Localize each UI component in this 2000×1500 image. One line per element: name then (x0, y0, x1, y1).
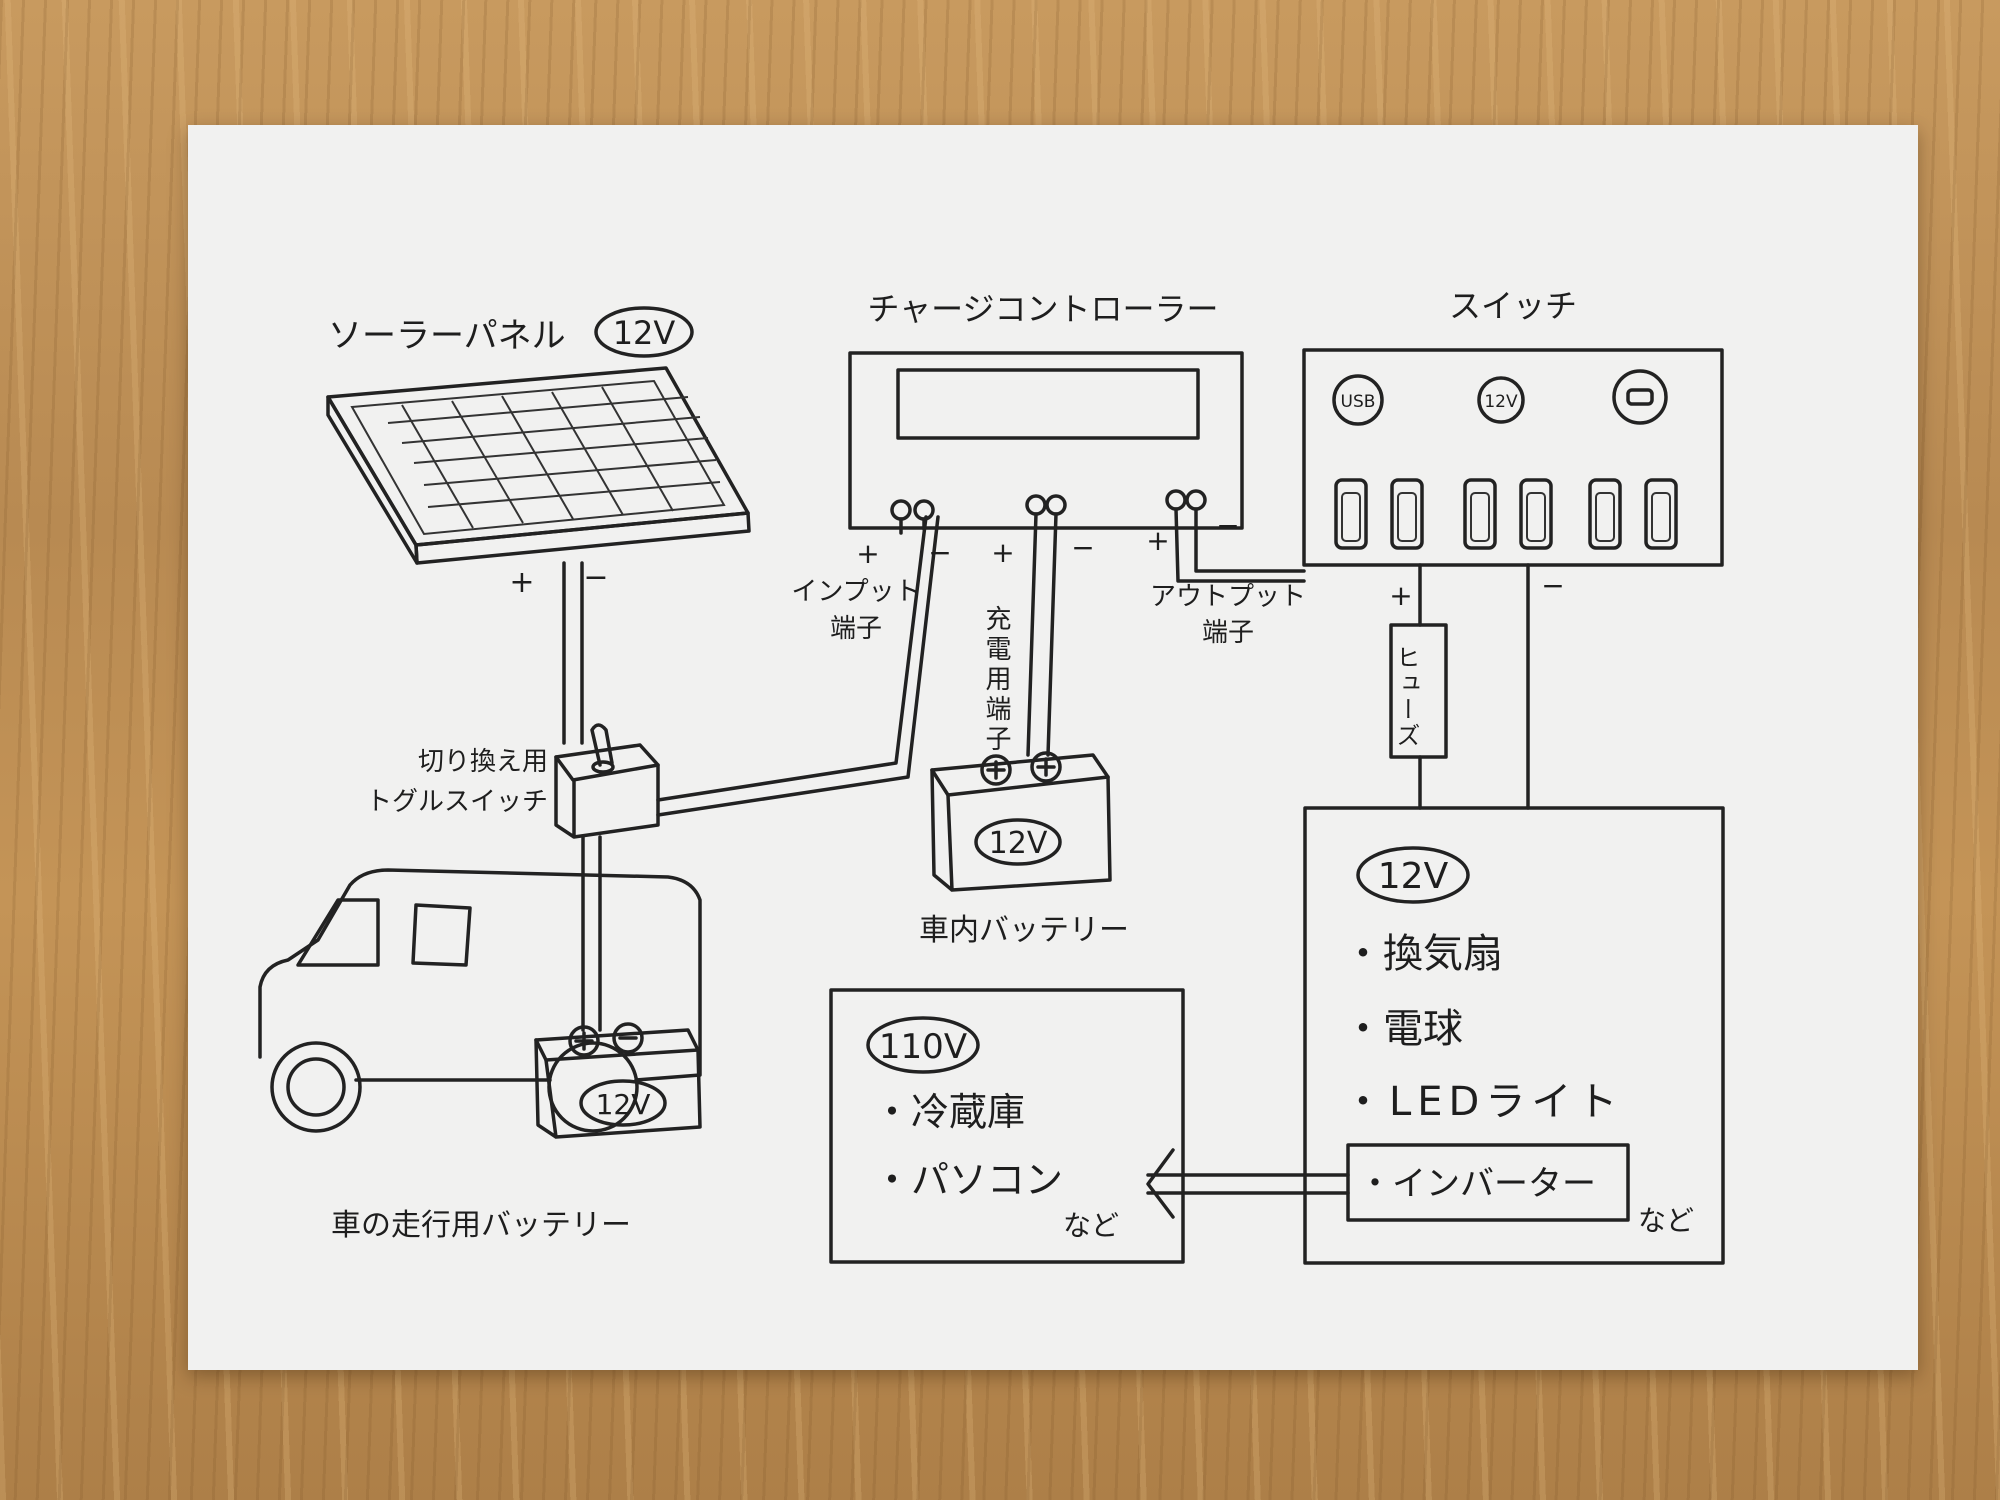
ac-etc: など (1063, 1209, 1119, 1242)
solar-panel-label: ソーラーパネル (328, 316, 566, 356)
fuse-box (1389, 623, 1448, 759)
input-terminal-label-line1: インプット (791, 577, 920, 607)
dc-loads-box (1303, 806, 1725, 1265)
paper-sheet: ソーラーパネル 12V + − 切り換え用 トグルスイッチ チャージコントローラ… (188, 125, 1918, 1370)
charge-terminal-label: 充電用端子 (981, 605, 1011, 755)
charge-minus-sign: − (1071, 531, 1094, 564)
cabin-battery (930, 751, 1112, 892)
controller-terminals (890, 489, 1207, 521)
switch-plus-sign: + (1389, 579, 1412, 612)
car-battery (534, 1022, 702, 1139)
output-terminal-label-line1: アウトプット (1150, 582, 1306, 612)
input-terminal-label-line2: 端子 (830, 614, 882, 644)
dc-item-3: ・LEDライト (1343, 1079, 1623, 1125)
input-plus-sign: + (856, 537, 879, 570)
inverter-label: ・インバーター (1358, 1164, 1596, 1204)
solar-minus-sign: − (583, 560, 608, 595)
cabin-battery-voltage: 12V (989, 826, 1048, 861)
switch-box (1302, 348, 1724, 567)
fuse-label: ヒューズ (1392, 645, 1420, 749)
inverter-box (1346, 1143, 1630, 1222)
cabin-battery-voltage-oval (974, 818, 1062, 866)
car-icon (258, 868, 702, 1133)
charge-controller-label: チャージコントローラー (867, 290, 1218, 328)
solar-voltage-oval (594, 306, 694, 358)
socket-port (1612, 369, 1668, 425)
car-battery-cable (581, 835, 602, 1032)
dc-cable (1418, 563, 1530, 810)
dc-item-2: ・電球 (1343, 1006, 1463, 1052)
dc-voltage: 12V (1378, 856, 1449, 897)
ac-voltage-oval (866, 1016, 980, 1074)
output-minus-sign: − (1216, 509, 1239, 542)
usb-port (1332, 374, 1384, 426)
ac-item-2: ・パソコン (873, 1158, 1063, 1202)
input-cable (656, 515, 940, 817)
car-battery-label: 車の走行用バッテリー (331, 1208, 631, 1243)
output-cable (1174, 507, 1306, 583)
charge-controller-box (848, 351, 1244, 530)
ac-voltage: 110V (879, 1027, 967, 1067)
wiring-diagram: ソーラーパネル 12V + − 切り換え用 トグルスイッチ チャージコントローラ… (258, 287, 1725, 1265)
input-minus-sign: − (928, 536, 951, 569)
dc-etc: など (1638, 1204, 1694, 1237)
car-battery-voltage: 12V (596, 1088, 651, 1121)
output-terminal-label-line2: 端子 (1202, 618, 1254, 648)
charge-controller-display (896, 368, 1200, 440)
toggle-label-line1: 切り換え用 (418, 747, 548, 777)
cabin-battery-label: 車内バッテリー (919, 913, 1129, 948)
toggle-switch (554, 723, 660, 839)
dc-voltage-oval (1356, 846, 1470, 904)
solar-voltage: 12V (613, 314, 676, 352)
switch-minus-sign: − (1541, 569, 1564, 602)
inverter-to-ac-arrow (1146, 1148, 1350, 1219)
output-plus-sign: + (1146, 524, 1169, 557)
toggle-label-line2: トグルスイッチ (366, 787, 548, 817)
switch-rockers (1334, 478, 1678, 550)
charge-plus-sign: + (991, 536, 1014, 569)
dc-item-1: ・換気扇 (1343, 931, 1503, 977)
car-battery-voltage-oval (579, 1079, 667, 1127)
ac-loads-box (829, 988, 1185, 1264)
input-terminal-stubs (899, 517, 926, 535)
12v-port-label: 12V (1484, 392, 1518, 412)
usb-port-label: USB (1341, 392, 1376, 412)
12v-port (1477, 376, 1525, 424)
switch-box-label: スイッチ (1449, 287, 1577, 325)
charge-cable (1026, 512, 1058, 757)
ac-item-1: ・冷蔵庫 (873, 1090, 1025, 1134)
solar-plus-sign: + (509, 565, 534, 600)
solar-panel (326, 366, 751, 565)
solar-cable (562, 561, 584, 745)
